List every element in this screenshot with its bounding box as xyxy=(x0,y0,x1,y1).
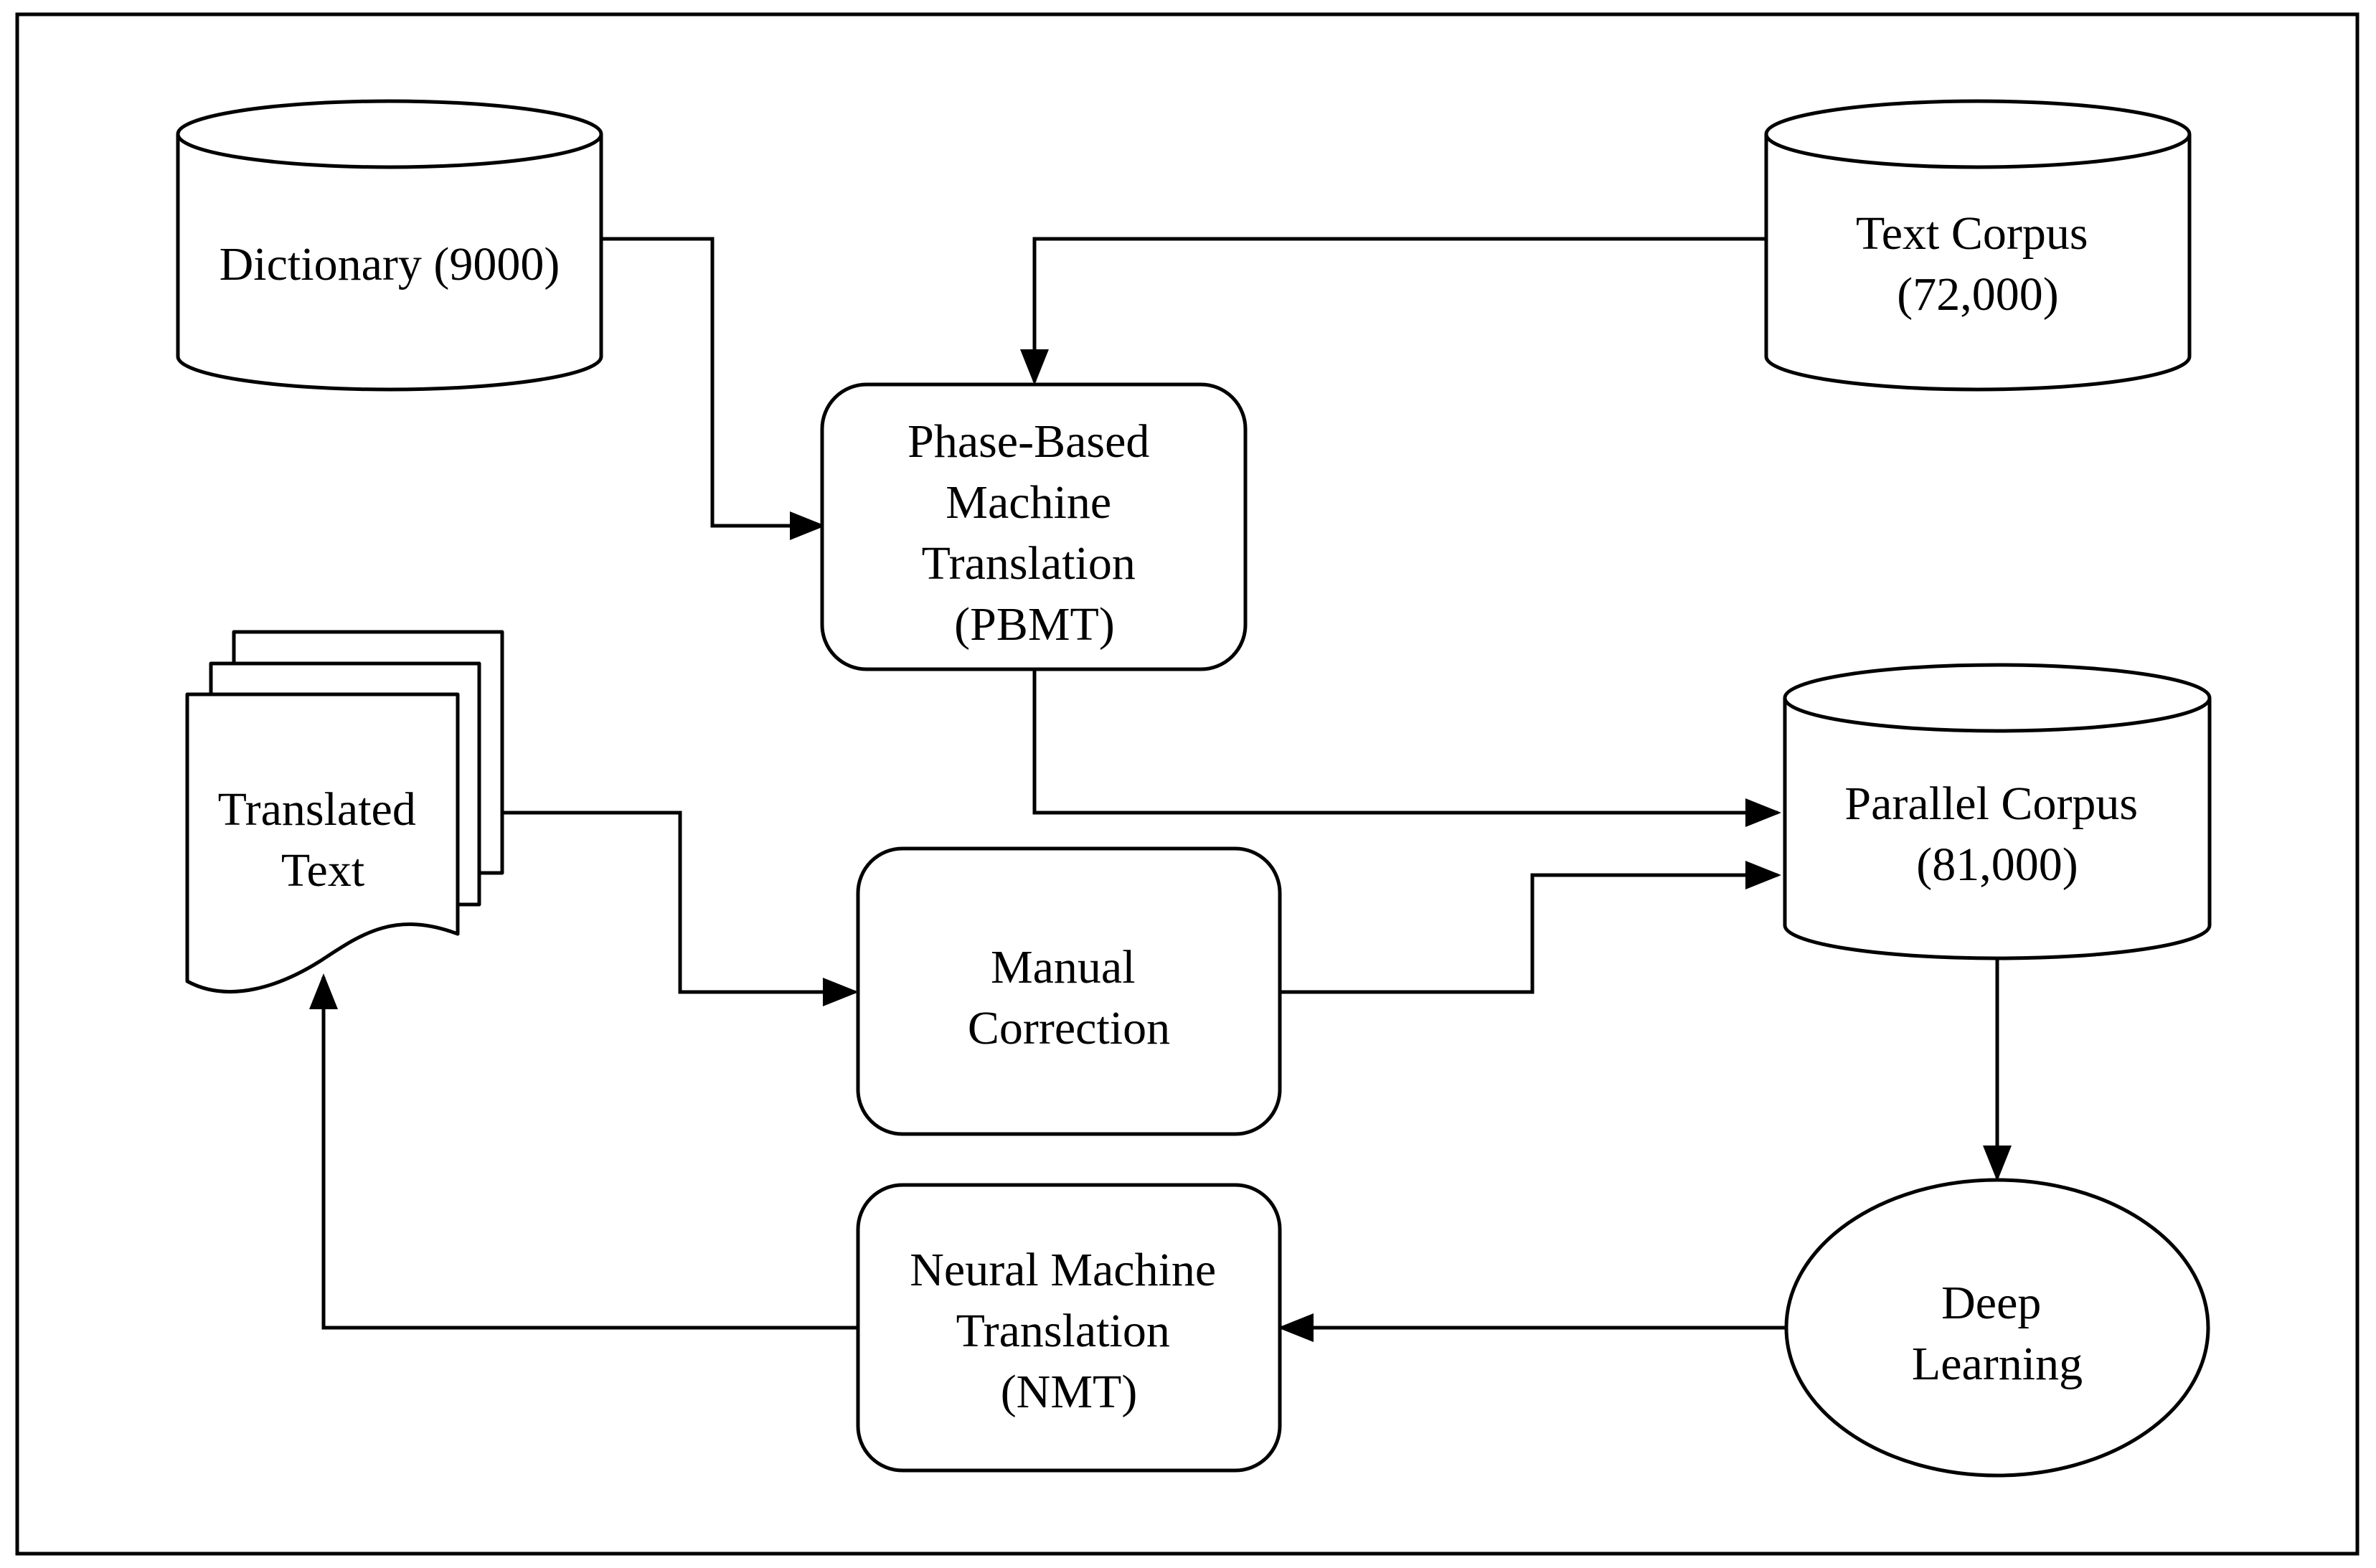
dictionary-cylinder-top xyxy=(176,99,603,169)
pbmt-box xyxy=(820,382,1248,671)
parallel-corpus-cylinder-body xyxy=(1783,698,2212,960)
parallel-corpus-cylinder-top xyxy=(1783,663,2212,733)
deep-learning-ellipse xyxy=(1784,1178,2210,1478)
edge-dictionary-to-pbmt xyxy=(601,237,826,540)
edge-text-corpus-to-pbmt xyxy=(1020,237,1766,385)
edge-manual-correction-to-parallel-corpus xyxy=(1280,861,1781,994)
dictionary-label: Dictionary (9000) xyxy=(220,238,560,291)
node-pbmt: Phase-Based Machine Translation (PBMT) xyxy=(820,382,1248,671)
node-dictionary: Dictionary (9000) xyxy=(176,99,603,392)
node-translated-text: Translated Text xyxy=(185,630,504,994)
text-corpus-cylinder-top xyxy=(1764,99,2192,169)
translated-text-page-front xyxy=(185,692,460,994)
nmt-label: Neural Machine Translation (NMT) xyxy=(910,1244,1227,1418)
edge-pbmt-to-parallel-corpus xyxy=(1032,669,1781,827)
deep-learning-label: Deep Learning xyxy=(1912,1277,2083,1390)
text-corpus-cylinder-body xyxy=(1764,134,2192,392)
nmt-box xyxy=(856,1183,1282,1473)
node-parallel-corpus: Parallel Corpus (81,000) xyxy=(1783,663,2212,960)
dictionary-cylinder-body xyxy=(176,134,603,392)
node-nmt: Neural Machine Translation (NMT) xyxy=(856,1183,1282,1473)
parallel-corpus-label: Parallel Corpus (81,000) xyxy=(1844,778,2149,891)
pbmt-label: Phase-Based Machine Translation (PBMT) xyxy=(908,415,1161,651)
translated-text-label: Translated Text xyxy=(218,783,428,897)
text-corpus-label: Text Corpus (72,000) xyxy=(1856,207,2100,321)
node-text-corpus: Text Corpus (72,000) xyxy=(1764,99,2192,392)
node-deep-learning: Deep Learning xyxy=(1784,1178,2210,1478)
manual-correction-box xyxy=(856,846,1282,1136)
edge-translated-text-to-manual-correction xyxy=(502,811,859,1006)
node-manual-correction: Manual Correction xyxy=(856,846,1282,1136)
manual-correction-label: Manual Correction xyxy=(968,941,1170,1054)
edge-nmt-to-translated-text xyxy=(309,973,858,1330)
